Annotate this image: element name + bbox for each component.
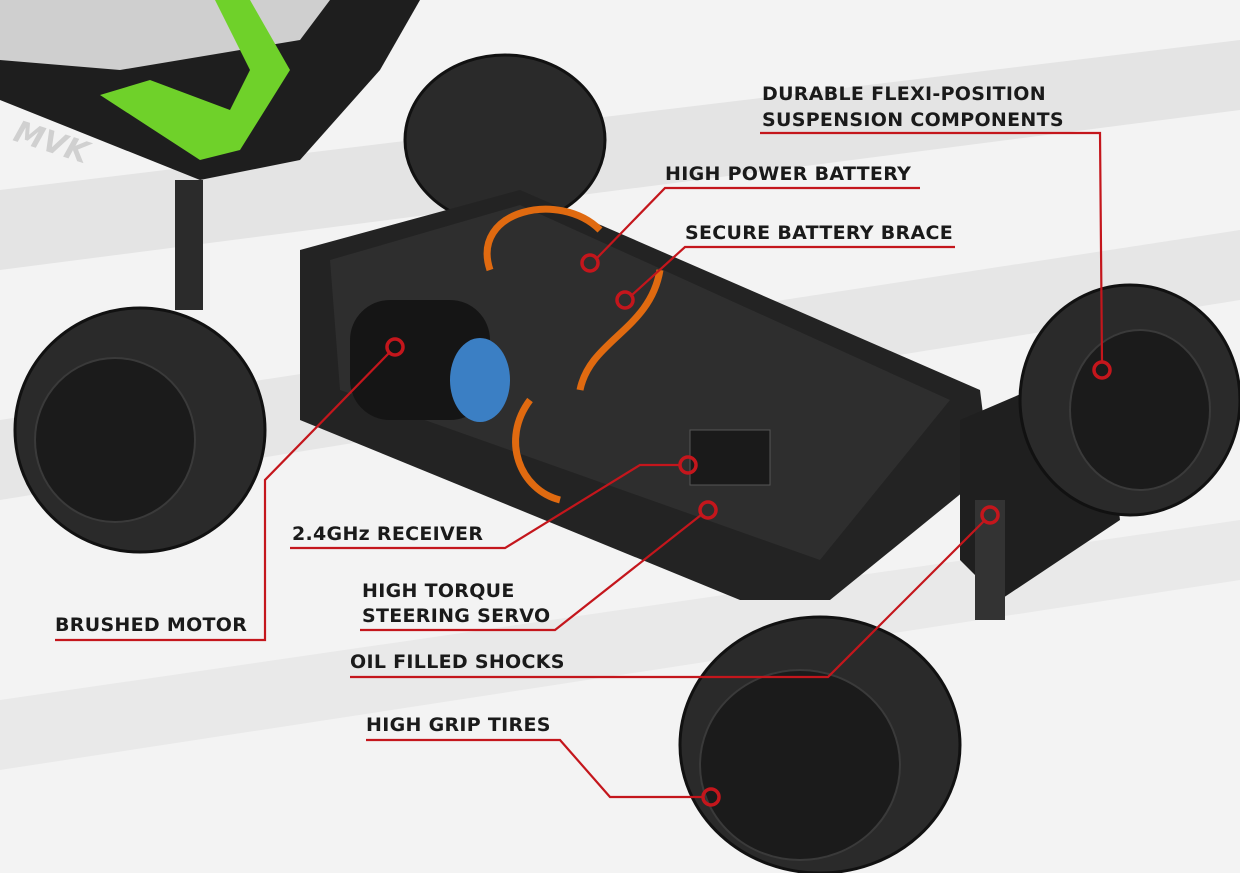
- callout-marker: [701, 787, 721, 807]
- callout-label: STEERING SERVO: [362, 605, 550, 627]
- callout-servo: HIGH TORQUE STEERING SERVO: [360, 500, 718, 632]
- callout-marker: [980, 505, 1000, 525]
- chassis-deck: [330, 205, 950, 560]
- receiver: [689, 429, 771, 486]
- callout-battery: HIGH POWER BATTERY: [580, 163, 920, 273]
- callout-label: DURABLE FLEXI-POSITION: [762, 83, 1046, 105]
- front-left-rim: [699, 669, 901, 861]
- callout-receiver: 2.4GHz RECEIVER: [290, 455, 698, 550]
- callout-brace: SECURE BATTERY BRACE: [615, 222, 955, 310]
- callout-leader-line: [55, 352, 390, 642]
- callout-motor: BRUSHED MOTOR: [55, 337, 405, 642]
- battery-wire: [576, 269, 664, 391]
- front-shock: [975, 500, 1005, 620]
- callout-marker: [615, 290, 635, 310]
- callout-leader-line: [631, 245, 955, 296]
- callout-leader-line: [290, 463, 679, 550]
- callout-shocks: OIL FILLED SHOCKS: [350, 505, 1000, 679]
- body-green-stripe: [100, 0, 290, 160]
- callout-label: 2.4GHz RECEIVER: [292, 523, 483, 545]
- callout-marker: [678, 455, 698, 475]
- callout-label: HIGH POWER BATTERY: [665, 163, 911, 185]
- callout-label: HIGH TORQUE: [362, 580, 515, 602]
- motor-wire: [512, 397, 562, 504]
- callout-label: SUSPENSION COMPONENTS: [762, 109, 1064, 131]
- callout-marker: [1092, 360, 1112, 380]
- callout-suspension: DURABLE FLEXI-POSITION SUSPENSION COMPON…: [760, 83, 1112, 380]
- rear-left-rim: [34, 357, 196, 523]
- callout-label: SECURE BATTERY BRACE: [685, 222, 953, 244]
- callout-tires: HIGH GRIP TIRES: [366, 714, 721, 807]
- front-right-rim: [1069, 329, 1211, 491]
- callout-leader-line: [596, 186, 920, 259]
- callout-leader-line: [366, 738, 702, 799]
- callout-leader-line: [360, 514, 702, 632]
- callout-label: OIL FILLED SHOCKS: [350, 651, 565, 673]
- callout-leader-line: [760, 131, 1104, 363]
- callout-label: BRUSHED MOTOR: [55, 614, 247, 636]
- callout-marker: [580, 253, 600, 273]
- callout-label: HIGH GRIP TIRES: [366, 714, 551, 736]
- motor-label: [450, 338, 510, 422]
- callout-marker: [385, 337, 405, 357]
- rear-shock: [175, 180, 203, 310]
- callout-leader-line: [350, 520, 985, 679]
- callout-marker: [698, 500, 718, 520]
- battery-wire: [483, 205, 603, 272]
